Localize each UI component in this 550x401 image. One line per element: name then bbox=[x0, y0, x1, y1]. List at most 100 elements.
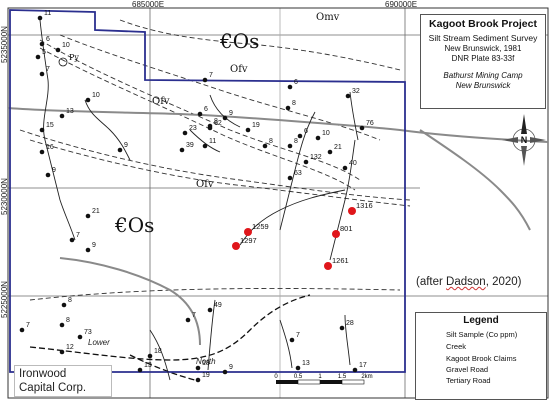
creek bbox=[207, 299, 216, 371]
sample-point bbox=[19, 327, 25, 333]
northing-label: 5230000N bbox=[0, 178, 9, 215]
sample-point bbox=[59, 113, 65, 119]
sample-point bbox=[147, 353, 153, 359]
mining-camp-line: New Brunswick bbox=[455, 81, 511, 90]
sample-point bbox=[59, 322, 65, 328]
sample-value-label: 10 bbox=[322, 130, 330, 137]
contact-line bbox=[19, 129, 411, 201]
sample-point bbox=[59, 349, 65, 355]
scale-bar: 0 0.5 1 1.5 2km bbox=[274, 374, 373, 385]
credit-suffix: , 2020) bbox=[485, 276, 522, 288]
sample-value-label: 39 bbox=[186, 142, 194, 149]
creek bbox=[149, 329, 171, 381]
contact-line bbox=[39, 47, 356, 191]
sample-point bbox=[85, 247, 91, 253]
sample-point bbox=[289, 337, 295, 343]
gravel-road bbox=[59, 257, 201, 346]
sample-value-label: 9 bbox=[124, 142, 128, 149]
north-arrow-label: N bbox=[521, 135, 528, 145]
sample-value-label: 1316 bbox=[356, 201, 373, 210]
sample-point bbox=[185, 317, 191, 323]
sample-point bbox=[339, 325, 345, 331]
sample-point bbox=[69, 237, 75, 243]
sample-value-label: 11 bbox=[44, 10, 51, 17]
sample-value-label: 40 bbox=[349, 160, 357, 167]
sample-value-label: 21 bbox=[92, 208, 100, 215]
sample-value-label: 17 bbox=[359, 362, 367, 369]
sample-point bbox=[303, 159, 309, 165]
geology-unit-label: Ofv bbox=[230, 64, 248, 75]
map-location: New Brunswick, 1981 bbox=[444, 44, 522, 53]
creeks bbox=[39, 19, 359, 381]
owner-line: Capital Corp. bbox=[19, 382, 87, 394]
map-subtitle: Silt Stream Sediment Survey bbox=[428, 33, 538, 43]
sample-point bbox=[359, 125, 365, 131]
anomalous-sample-point bbox=[332, 230, 340, 238]
sample-point bbox=[295, 365, 301, 371]
map-frame bbox=[7, 7, 549, 399]
gravel-roads bbox=[7, 107, 549, 346]
sample-point bbox=[207, 307, 213, 313]
easting-label: 690000E bbox=[385, 0, 418, 9]
sample-point bbox=[207, 125, 213, 131]
sample-value-label: 11 bbox=[209, 138, 216, 145]
sample-point bbox=[287, 175, 293, 181]
sample-point bbox=[39, 41, 45, 47]
anomalous-sample-point bbox=[232, 242, 240, 250]
sample-point bbox=[39, 149, 45, 155]
tertiary-road bbox=[129, 354, 196, 381]
sample-value-label: 13 bbox=[66, 108, 74, 115]
sample-point bbox=[55, 47, 61, 53]
sample-value-label: 76 bbox=[366, 120, 374, 127]
credit-label: (after Dadson, 2020) bbox=[414, 276, 524, 288]
sample-point bbox=[39, 127, 45, 133]
sample-point bbox=[117, 147, 123, 153]
creek bbox=[349, 91, 359, 141]
legend-item: Silt Sample (Co ppm) bbox=[446, 330, 518, 339]
road-name-label: North bbox=[196, 357, 216, 366]
sample-value-label: 132 bbox=[310, 154, 322, 161]
sample-point bbox=[327, 149, 333, 155]
northing-label: 5235000N bbox=[0, 26, 9, 63]
sample-value-label: 23 bbox=[189, 125, 197, 132]
creek bbox=[344, 314, 351, 366]
sample-value-label: 9 bbox=[229, 364, 233, 371]
sample-value-label: 13 bbox=[144, 362, 152, 369]
contact-line bbox=[119, 19, 401, 71]
sample-point bbox=[137, 367, 143, 373]
sample-value-label: 28 bbox=[346, 320, 354, 327]
geology-unit-label: Omv bbox=[316, 12, 340, 23]
sample-value-label: 9 bbox=[229, 110, 233, 117]
sample-value-label: 1259 bbox=[252, 222, 269, 231]
sample-value-label: 6 bbox=[46, 36, 50, 43]
gravel-road bbox=[419, 129, 531, 231]
creek bbox=[329, 139, 356, 261]
sample-point bbox=[85, 97, 91, 103]
sample-point bbox=[297, 133, 303, 139]
owner-line: Ironwood bbox=[19, 368, 67, 380]
credit-prefix: (after bbox=[416, 276, 447, 288]
gravel-road bbox=[7, 107, 549, 143]
sample-value-label: 32 bbox=[352, 88, 360, 95]
scale-label: 0.5 bbox=[294, 374, 303, 380]
scale-label: 1.5 bbox=[338, 374, 347, 380]
sample-point bbox=[182, 130, 188, 136]
anomalous-sample-point bbox=[348, 207, 356, 215]
sample-value-label: 18 bbox=[154, 348, 162, 355]
sample-value-label: 1261 bbox=[332, 256, 349, 265]
sample-point bbox=[222, 115, 228, 121]
mining-camp-line: Bathurst Mining Camp bbox=[443, 71, 523, 80]
sample-point bbox=[202, 77, 208, 83]
map-plate: DNR Plate 83-33f bbox=[451, 54, 515, 63]
contact-line bbox=[29, 139, 411, 207]
sample-point bbox=[45, 172, 51, 178]
geology-unit-label: €Os bbox=[219, 29, 259, 53]
sample-value-label: 10 bbox=[92, 92, 100, 99]
credit-author: Dadson bbox=[446, 276, 486, 288]
legend-item: Kagoot Brook Claims bbox=[446, 354, 517, 363]
sample-value-label: 7 bbox=[192, 312, 196, 319]
sample-value-label: 7 bbox=[76, 232, 80, 239]
title-box: Kagoot Brook Project Silt Stream Sedimen… bbox=[420, 14, 546, 109]
sample-value-label: 8 bbox=[292, 100, 296, 107]
sample-point bbox=[195, 377, 201, 383]
